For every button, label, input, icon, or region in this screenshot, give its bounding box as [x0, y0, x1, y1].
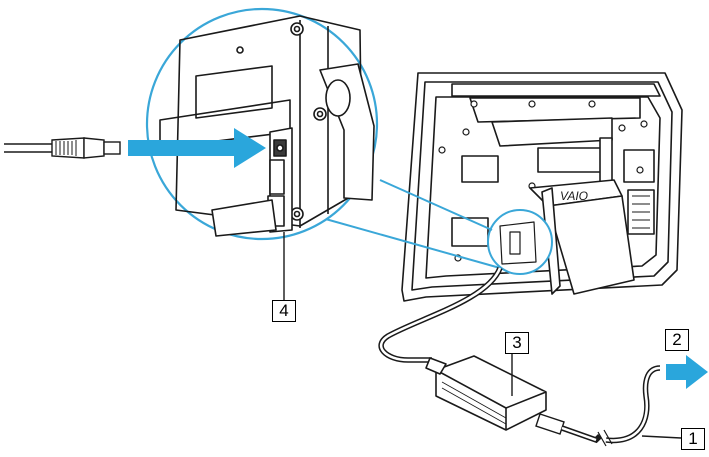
computer-rear-view	[401, 72, 683, 302]
callout-3-ac-adapter: 3	[505, 332, 529, 354]
zoom-guide-lines	[321, 179, 501, 269]
callout-4-dc-in-port: 4	[272, 300, 296, 322]
insert-arrow	[128, 128, 266, 168]
callout-2-ac-outlet: 2	[665, 329, 689, 351]
ac-adapter	[425, 355, 547, 431]
dc-plug	[4, 137, 121, 159]
power-cord	[535, 365, 661, 447]
outlet-arrow	[666, 355, 708, 389]
callout-1-power-cord: 1	[681, 428, 705, 450]
callout-leader-1	[641, 435, 682, 439]
port-closeup	[145, 7, 379, 241]
vaio-logo: VAIO	[560, 189, 588, 203]
